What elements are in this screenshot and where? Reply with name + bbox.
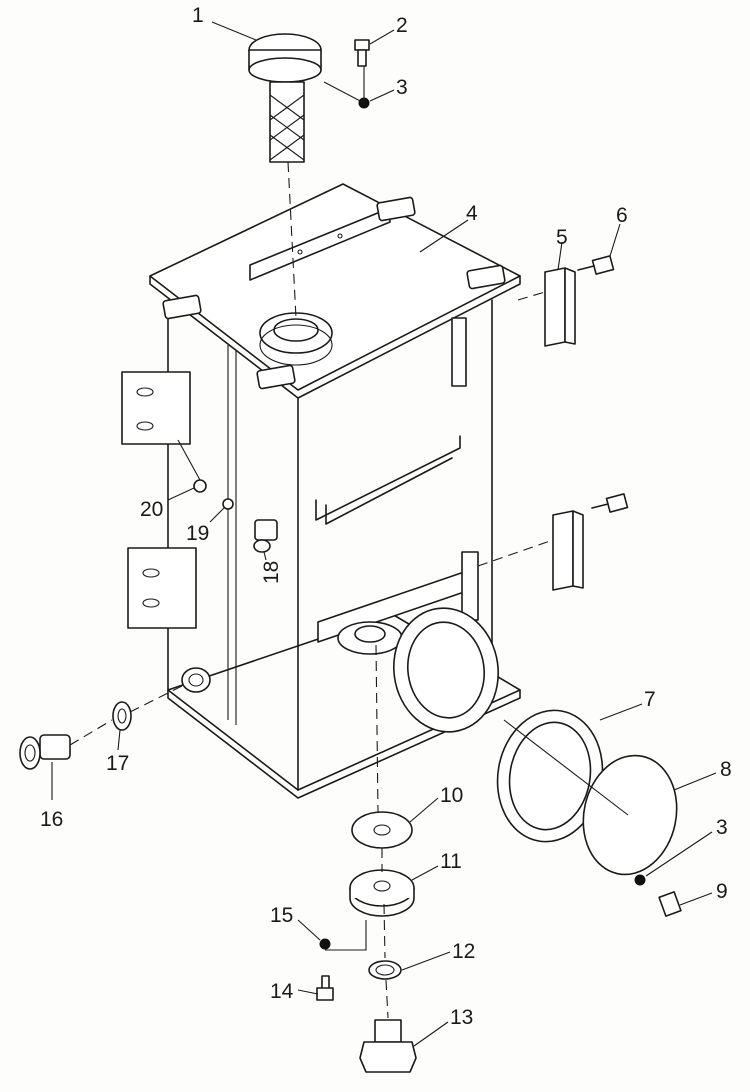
callout-16: 16 (40, 808, 63, 831)
callout-17: 17 (106, 752, 129, 775)
part-17-washer (112, 701, 132, 731)
part-20-seal (193, 479, 207, 493)
mount-tab (256, 364, 296, 390)
side-bar-lower (461, 551, 479, 621)
callout-8: 8 (720, 758, 732, 781)
part-1-breather-cap (248, 33, 322, 163)
callout-15: 15 (270, 904, 293, 927)
part-10-plate (351, 811, 413, 849)
callout-labels: 1 2 3 4 5 6 7 8 3 9 10 11 12 13 14 15 16… (40, 4, 732, 1029)
callout-6: 6 (616, 204, 628, 227)
assembly-lines (69, 66, 629, 1019)
large-side-port (392, 607, 500, 733)
callout-3-lower: 3 (716, 816, 728, 839)
callout-12: 12 (452, 940, 475, 963)
part-3-washer-lower (634, 874, 646, 886)
part-5-bar (544, 267, 576, 347)
callout-4: 4 (466, 202, 478, 225)
callout-10: 10 (440, 784, 463, 807)
part-6-bolt (577, 255, 615, 275)
part-15-washer (319, 938, 331, 950)
part-16-fitting (19, 734, 71, 770)
breather-strainer (269, 81, 305, 163)
top-strap-bar (249, 207, 391, 281)
side-bar-upper (451, 317, 467, 387)
part-8-cover-plate (582, 754, 678, 876)
callout-11: 11 (440, 850, 462, 873)
drain-boss (181, 667, 211, 693)
callout-1: 1 (192, 4, 204, 27)
part-14-screw (316, 975, 334, 1001)
callout-2: 2 (396, 14, 408, 37)
mount-tab (466, 264, 506, 290)
callout-19: 19 (186, 522, 209, 545)
front-handle (315, 435, 461, 521)
callout-14: 14 (270, 980, 294, 1003)
part-11-flange (349, 869, 415, 917)
callout-20: 20 (140, 498, 163, 521)
part-2-screw (354, 39, 370, 67)
side-bracket-lower (127, 547, 197, 629)
callout-3: 3 (396, 76, 408, 99)
side-bracket-upper (121, 371, 191, 445)
part-bar-right-lower (552, 510, 584, 591)
mount-tab (376, 196, 416, 222)
callout-13: 13 (450, 1006, 473, 1029)
mount-tab (162, 294, 202, 320)
part-13-plug (359, 1019, 417, 1073)
callout-5: 5 (556, 226, 568, 249)
part-18-plug (253, 519, 278, 553)
callout-7: 7 (644, 688, 656, 711)
part-bolt-right-lower (591, 493, 629, 513)
callout-18: 18 (260, 561, 283, 584)
tank-body (121, 183, 521, 799)
part-19-seal (222, 498, 234, 510)
part-12-o-ring (368, 960, 402, 980)
leader-lines (51, 21, 717, 1047)
part-9-bolt (658, 891, 682, 917)
callout-9: 9 (716, 880, 728, 903)
